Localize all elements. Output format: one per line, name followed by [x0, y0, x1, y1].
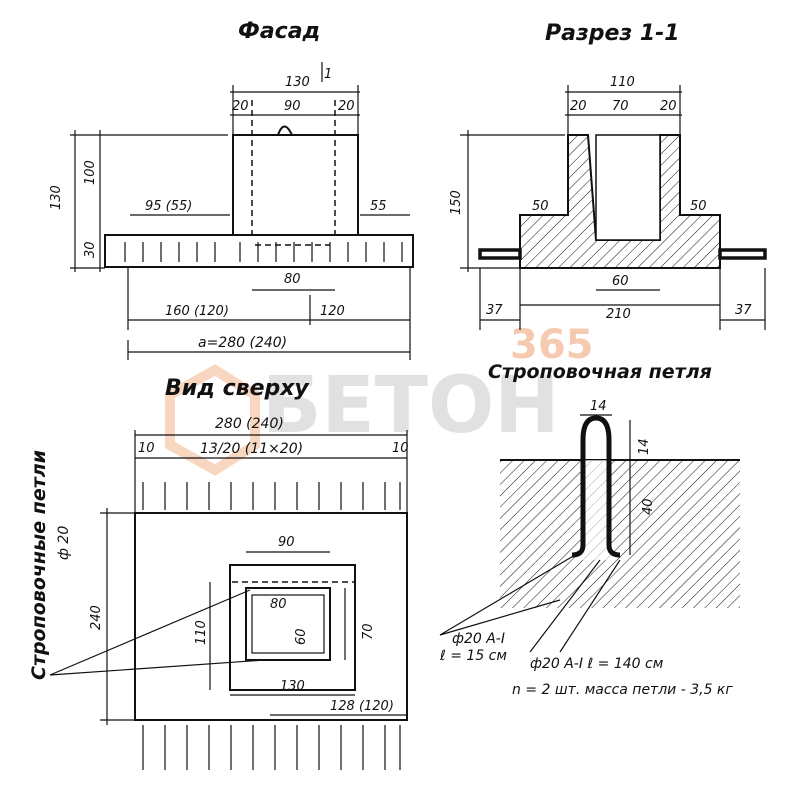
section-dim-left-gap: 20 [570, 99, 587, 114]
top-dim-overall: 280 (240) [215, 416, 284, 432]
loop-bar [580, 415, 612, 545]
watermark-number: 365 [510, 322, 594, 368]
facade-view: 1 130 20 90 20 [49, 62, 414, 360]
facade-dim-overall: a=280 (240) [198, 335, 287, 351]
top-dim-opening-inner-depth: 60 [294, 628, 309, 645]
facade-dim-height-lower: 30 [83, 241, 98, 258]
section-dim-top: 110 [610, 75, 635, 90]
facade-dim-height-total: 130 [49, 185, 64, 210]
loop-dim-depth: 40 [641, 498, 656, 515]
title-top-view: Вид сверху [165, 376, 310, 401]
loop-note-loop-spec: ф20 А-I ℓ = 140 см [530, 656, 664, 672]
facade-dim-center: 90 [284, 99, 301, 114]
loop-dim-width: 14 [590, 399, 607, 414]
top-dim-spacing: 13/20 (11×20) [200, 441, 303, 457]
section-dim-right-gap: 20 [660, 99, 677, 114]
section-dim-base: 210 [606, 307, 631, 322]
vertical-label: Строповочные петли [28, 450, 50, 680]
top-dim-opening-depth: 110 [194, 620, 209, 645]
facade-dim-left-step: 95 (55) [145, 199, 192, 214]
section-dim-left-step: 50 [532, 199, 549, 214]
loop-note-bar-spec: ф20 А-I [452, 631, 505, 647]
section-mark: 1 [324, 67, 332, 82]
section-dim-height: 150 [449, 190, 464, 215]
facade-dim-right-step: 55 [370, 199, 387, 214]
facade-dim-left-gap: 20 [232, 99, 249, 114]
facade-dim-bottom-inner: 80 [284, 272, 301, 287]
loop-note-bar-length: ℓ = 15 см [439, 648, 507, 664]
section-dim-right-outer: 37 [735, 303, 752, 318]
facade-dim-bottom-right: 120 [320, 304, 345, 319]
section-dim-left-outer: 37 [486, 303, 503, 318]
title-facade: Фасад [238, 19, 320, 44]
lifting-loop-view: 14 14 40 ф20 А-I ℓ = 15 см ф20 А-I ℓ = 1… [439, 399, 740, 698]
title-section: Разрез 1-1 [545, 21, 680, 46]
top-dim-edge-right: 10 [392, 441, 409, 456]
loop-note-loop-count: n = 2 шт. масса петли - 3,5 кг [512, 682, 733, 698]
watermark-logo-shape [165, 364, 260, 476]
facade-dim-bottom-left: 160 (120) [165, 304, 229, 319]
top-dim-edge-left: 10 [138, 441, 155, 456]
top-dim-opening-side: 70 [361, 623, 376, 640]
vertical-sub: ф 20 [56, 526, 72, 560]
top-dim-depth: 240 [89, 605, 104, 630]
watermark: 365 БЕТОН [165, 322, 594, 476]
section-dim-center: 70 [612, 99, 629, 114]
facade-dim-top: 130 [285, 75, 310, 90]
section-dim-inner: 60 [612, 274, 629, 289]
watermark-text: БЕТОН [262, 361, 560, 451]
title-lifting-loop: Строповочная петля [488, 361, 712, 383]
top-dim-opening-outer: 90 [278, 535, 295, 550]
facade-dim-right-gap: 20 [338, 99, 355, 114]
facade-dim-height-upper: 100 [83, 160, 98, 185]
top-dim-opening-inner: 80 [270, 597, 287, 612]
section-view: 110 20 70 20 150 50 50 60 210 37 37 [449, 75, 767, 330]
section-dim-right-step: 50 [690, 199, 707, 214]
top-dim-bottom-inner: 130 [280, 679, 305, 694]
top-view: 280 (240) 13/20 (11×20) 10 10 240 90 80 … [28, 416, 409, 770]
top-dim-bottom-offset: 128 (120) [330, 699, 394, 714]
loop-dim-top: 14 [637, 438, 652, 455]
